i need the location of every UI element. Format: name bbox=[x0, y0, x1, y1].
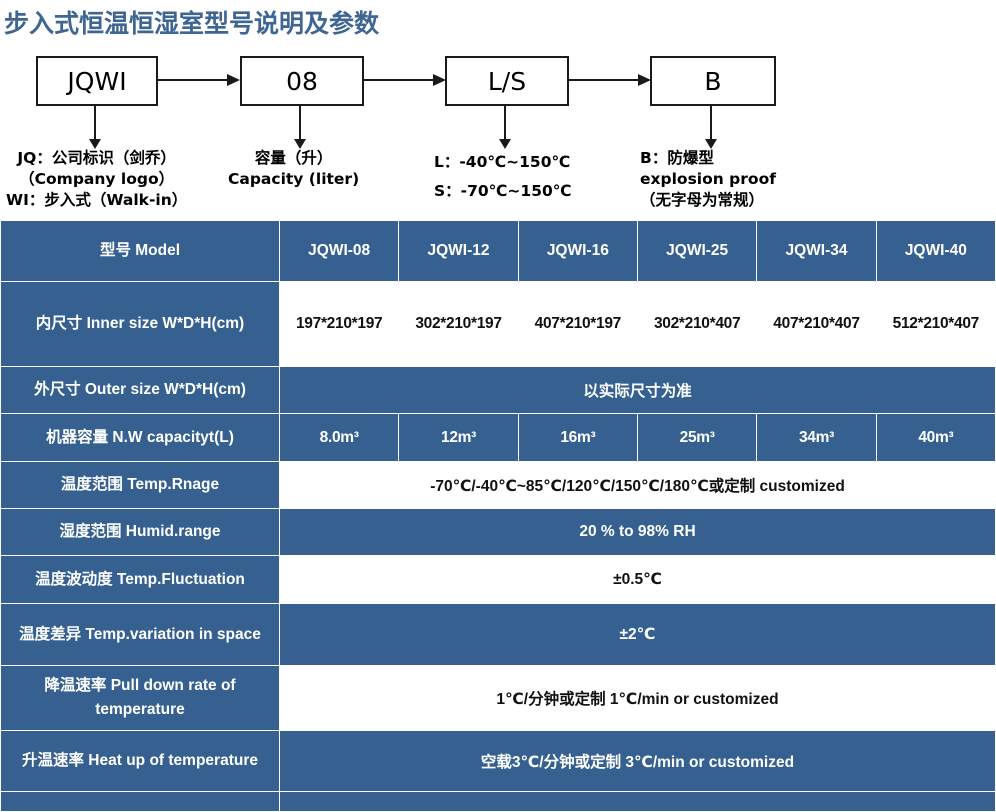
diagram-note-explosion-proof: B：防爆型 explosion proof （无字母为常规） bbox=[640, 148, 776, 211]
table-cell: 512*210*407 bbox=[875, 281, 996, 367]
table-cell: 302*210*197 bbox=[398, 281, 519, 367]
table-row: 温度差异 Temp.variation in space±2℃ bbox=[0, 603, 996, 666]
diagram-note-line: L：-40℃~150℃ bbox=[434, 153, 571, 171]
table-cell: 8.0m³ bbox=[278, 413, 400, 462]
table-cell: 25m³ bbox=[636, 413, 758, 462]
arrow-down-icon-2 bbox=[294, 104, 306, 149]
table-row-label: 温度范围 Temp.Rnage bbox=[0, 461, 280, 509]
flow-box-explosion-proof: B bbox=[650, 56, 776, 106]
table-cell-merged: 1℃/分钟或定制 1℃/min or customized bbox=[279, 665, 996, 731]
table-row: 温度范围 Temp.Rnage-70℃/-40℃~85℃/120℃/150℃/1… bbox=[0, 461, 996, 509]
table-cell: 34m³ bbox=[756, 413, 877, 462]
table-cell: 407*210*407 bbox=[756, 281, 877, 367]
table-row-label: 降温速率 Pull down rate of temperature bbox=[0, 665, 280, 731]
table-row: 温度波动度 Temp.Fluctuation±0.5℃ bbox=[0, 555, 996, 604]
table-header-model-4: JQWI-25 bbox=[636, 220, 758, 282]
diagram-note-line: Capacity (liter) bbox=[228, 170, 360, 188]
table-row-label: 温度差异 Temp.variation in space bbox=[0, 603, 280, 666]
table-cell: 197*210*197 bbox=[278, 281, 400, 367]
arrow-right-icon-3 bbox=[567, 74, 651, 86]
table-cell: 407*210*197 bbox=[517, 281, 638, 367]
table-row: 外尺寸 Outer size W*D*H(cm)以实际尺寸为准 bbox=[0, 366, 996, 414]
table-cell: 40m³ bbox=[875, 413, 996, 462]
table-row-label: 内尺寸 Inner size W*D*H(cm) bbox=[0, 281, 280, 367]
table-row-label bbox=[0, 791, 280, 812]
table-cell: 16m³ bbox=[517, 413, 638, 462]
table-cell-merged: 20 % to 98% RH bbox=[279, 508, 996, 556]
diagram-note-line: WI：步入式（Walk-in） bbox=[6, 191, 188, 209]
diagram-note-line: B：防爆型 bbox=[640, 149, 714, 167]
table-cell: 302*210*407 bbox=[636, 281, 758, 367]
diagram-note-line: 容量（升） bbox=[254, 149, 333, 167]
table-row-label: 机器容量 N.W capacityt(L) bbox=[0, 413, 280, 462]
diagram-note-line: （Company logo） bbox=[19, 170, 175, 188]
table-header-model-6: JQWI-40 bbox=[875, 220, 996, 282]
table-row-label: 升温速率 Heat up of temperature bbox=[0, 730, 280, 792]
table-row-label: 外尺寸 Outer size W*D*H(cm) bbox=[0, 366, 280, 414]
table-row-label: 温度波动度 Temp.Fluctuation bbox=[0, 555, 280, 604]
diagram-note-line: S：-70℃~150℃ bbox=[434, 182, 572, 200]
arrow-right-icon-1 bbox=[156, 74, 240, 86]
table-header-model-1: JQWI-08 bbox=[278, 220, 400, 282]
flow-box-temp-type: L/S bbox=[445, 56, 569, 106]
table-cell-merged: -70℃/-40℃~85℃/120℃/150℃/180℃或定制 customiz… bbox=[279, 461, 996, 509]
table-cell-merged: ±0.5℃ bbox=[279, 555, 996, 604]
table-header-model-3: JQWI-16 bbox=[517, 220, 638, 282]
table-cell-merged: 空载3℃/分钟或定制 3℃/min or customized bbox=[279, 730, 996, 792]
arrow-down-icon-4 bbox=[705, 104, 717, 149]
page-title: 步入式恒温恒湿室型号说明及参数 bbox=[4, 10, 380, 38]
table-header-label: 型号 Model bbox=[0, 220, 280, 282]
flow-box-jqwi: JQWI bbox=[36, 56, 158, 106]
table-row-label: 湿度范围 Humid.range bbox=[0, 508, 280, 556]
table-header-model-5: JQWI-34 bbox=[756, 220, 877, 282]
model-code-diagram: JQWI 08 L/S B JQ：公司标识（剑乔） （Company logo）… bbox=[0, 48, 996, 220]
diagram-note-jqwi: JQ：公司标识（剑乔） （Company logo） WI：步入式（Walk-i… bbox=[6, 148, 187, 211]
arrow-down-icon-3 bbox=[499, 104, 511, 149]
arrow-down-icon-1 bbox=[89, 104, 101, 149]
arrow-right-icon-2 bbox=[362, 74, 446, 86]
diagram-note-line: explosion proof bbox=[640, 170, 776, 188]
table-cell-merged bbox=[279, 791, 996, 812]
diagram-note-line: （无字母为常规） bbox=[640, 191, 765, 209]
diagram-note-temp-type: L：-40℃~150℃ S：-70℃~150℃ bbox=[434, 148, 572, 206]
table-row bbox=[0, 791, 996, 812]
table-header-model-2: JQWI-12 bbox=[398, 220, 519, 282]
table-cell-merged: 以实际尺寸为准 bbox=[279, 366, 996, 414]
diagram-note-line: JQ：公司标识（剑乔） bbox=[17, 149, 176, 167]
flow-box-capacity: 08 bbox=[240, 56, 364, 106]
diagram-note-capacity: 容量（升） Capacity (liter) bbox=[228, 148, 359, 190]
table-cell-merged: ±2℃ bbox=[279, 603, 996, 666]
table-cell: 12m³ bbox=[398, 413, 519, 462]
